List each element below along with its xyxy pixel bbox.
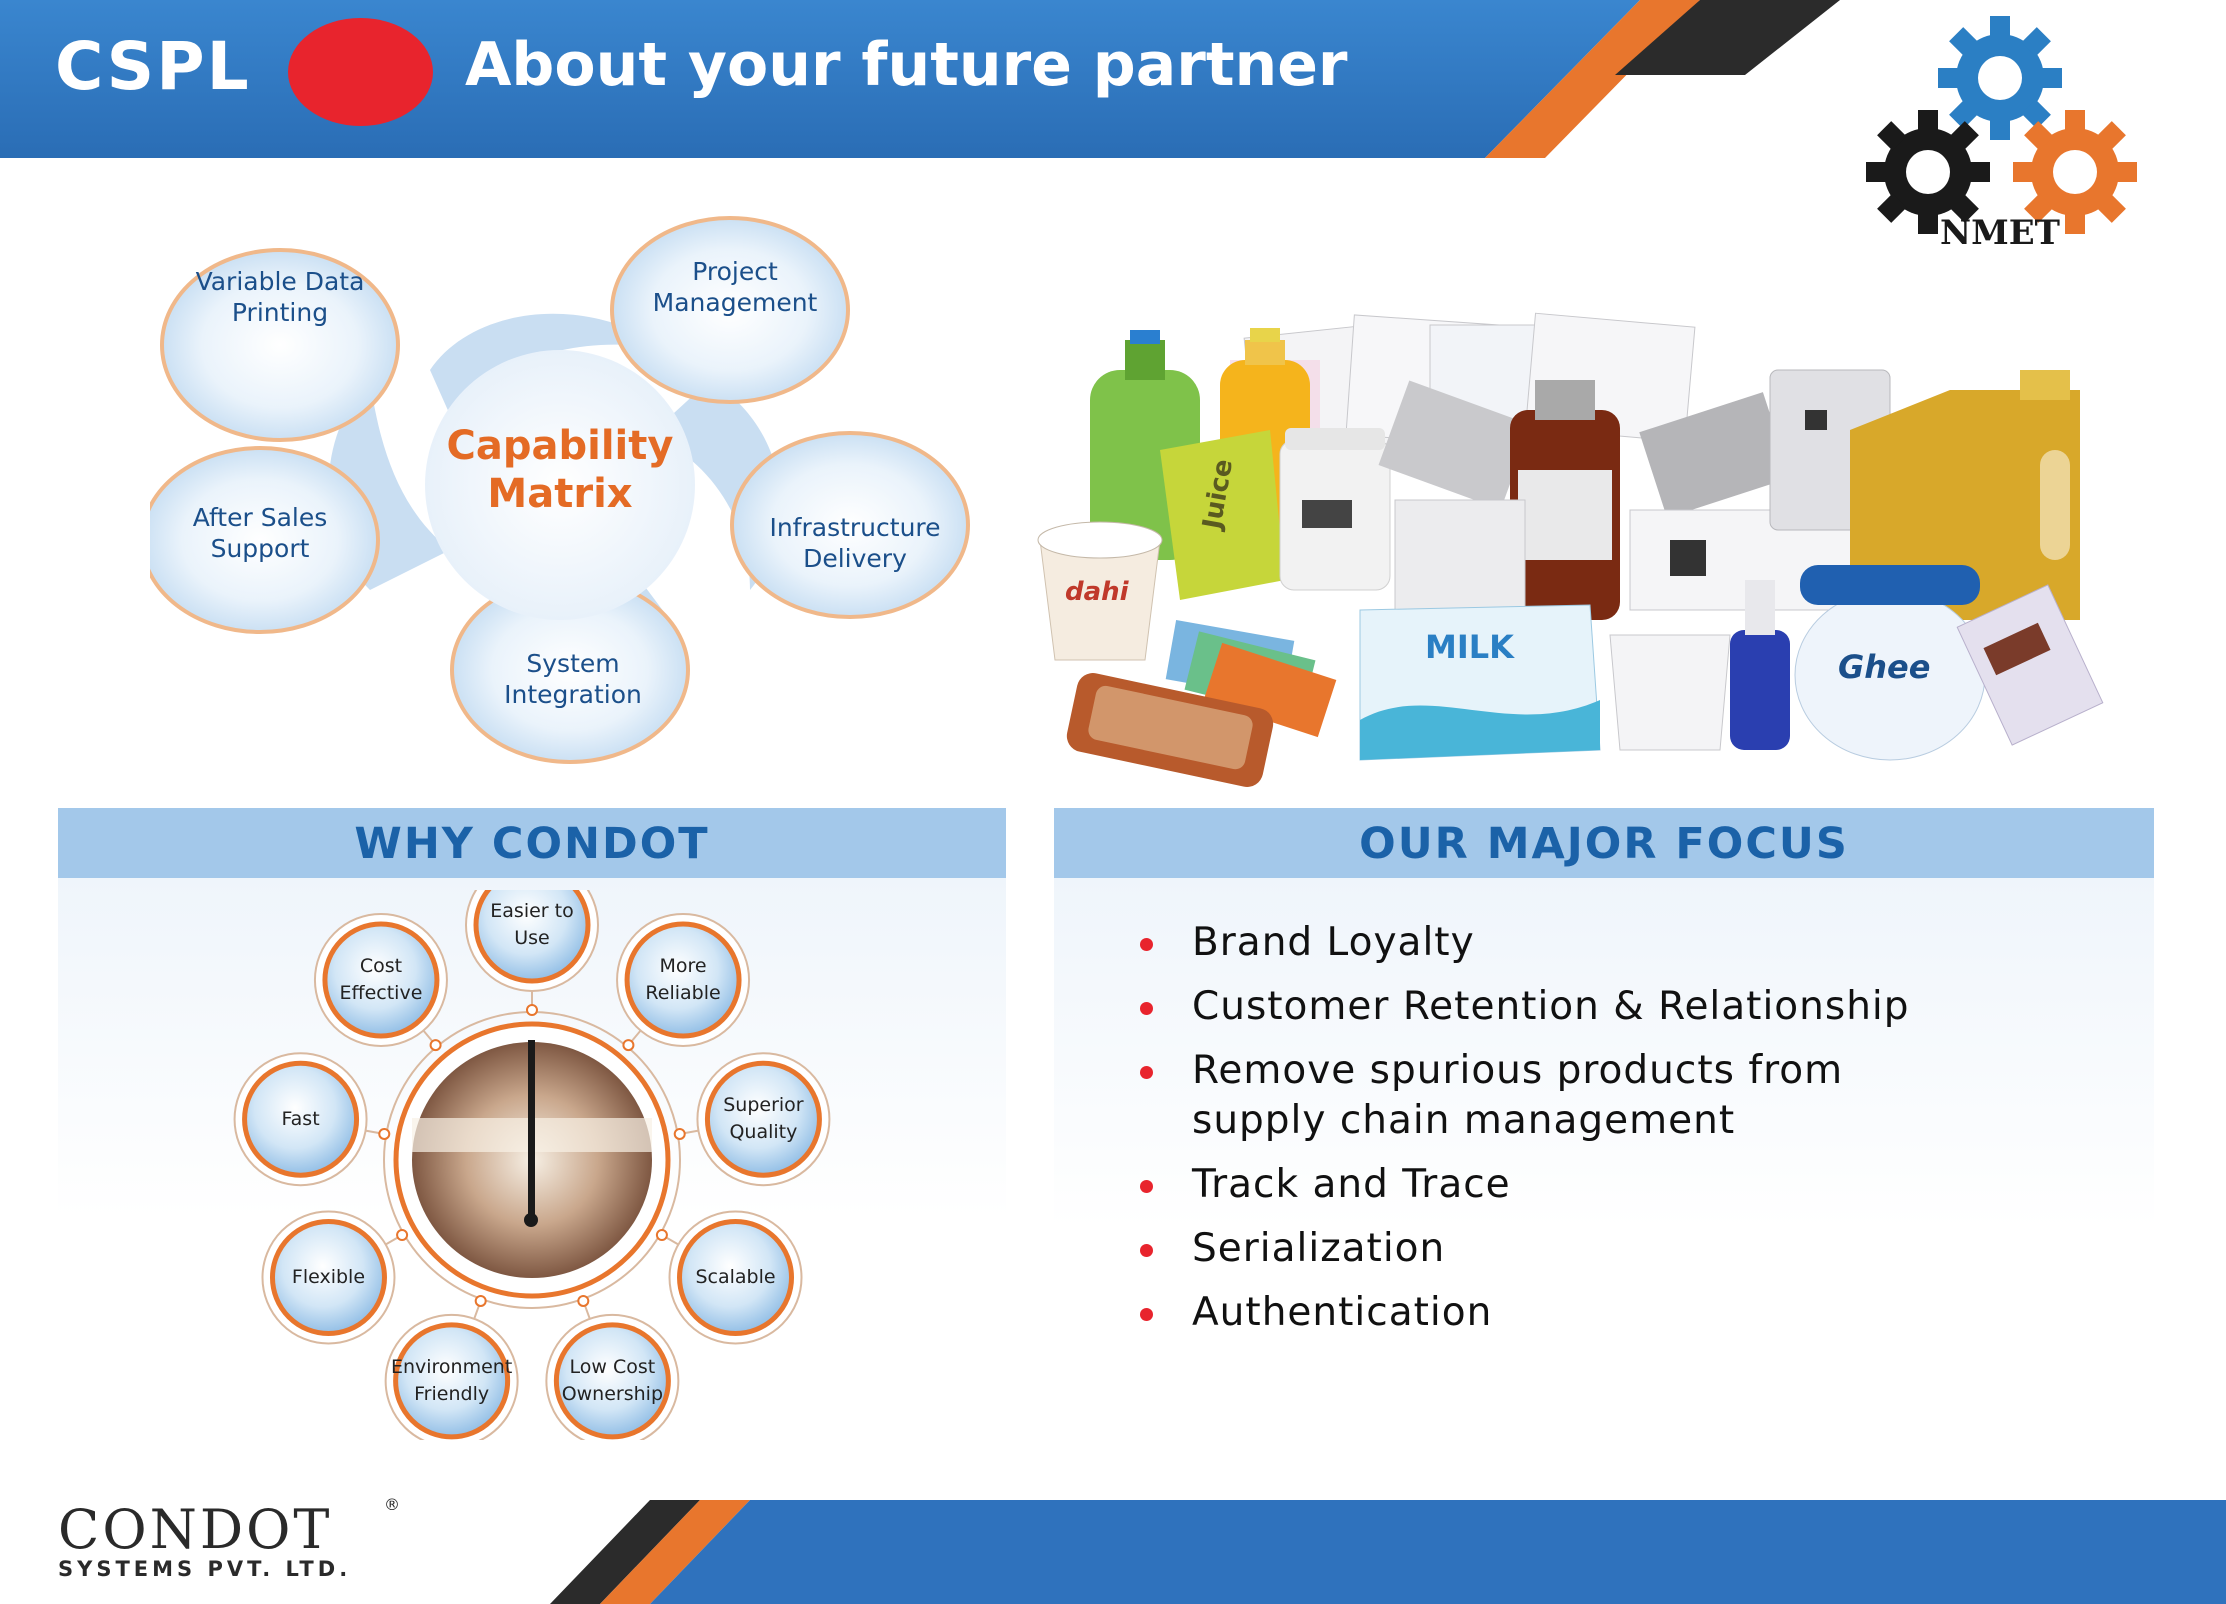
blue-bottle [1730,580,1790,750]
connector-dot [396,1229,409,1241]
bullet-dot [1140,1002,1153,1015]
milk-label: MILK [1425,628,1515,666]
condot-logo-wordmark: CONDOT [58,1498,333,1561]
connector-dot [577,1294,590,1307]
white-jar [1279,428,1391,591]
registered-mark: ® [384,1495,400,1514]
why-bubble [322,921,440,1039]
petal-after-sales-support: After Sales Support [192,503,328,563]
major-focus-list: Brand Loyalty Customer Retention & Relat… [1140,918,2140,1352]
milk-pouch: MILK [1359,604,1601,761]
capability-matrix-title: Capability Matrix [446,423,674,517]
connector-dot [622,1039,635,1052]
header-title: About your future partner [465,30,1348,100]
why-bubble-label: Scalable [695,1266,776,1288]
tea-packet: Juice [1160,430,1285,600]
why-bubble [704,1060,822,1178]
focus-item: Track and Trace [1140,1160,2140,1210]
major-focus-panel [1054,878,2154,1228]
color-cards [1165,620,1337,738]
major-focus-heading: OUR MAJOR FOCUS [1359,819,1849,869]
petal-project-management: Project Management [652,257,818,317]
dahi-label: dahi [1065,577,1130,607]
ghee-jar: Ghee [1794,565,1986,761]
bullet-dot [1140,1066,1153,1079]
dahi-cup: dahi [1037,521,1163,661]
why-bubble [393,1322,511,1440]
focus-item: Serialization [1140,1224,2140,1274]
major-focus-heading-bar: OUR MAJOR FOCUS [1054,808,2154,878]
why-condot-heading: WHY CONDOT [354,819,710,869]
bread-pack [1066,673,1274,787]
petal-infrastructure-delivery: Infrastructure Delivery [769,513,941,573]
header-red-dot [288,18,433,126]
connector-dot [673,1127,686,1140]
nmet-gears-logo: NMET [1866,16,2137,252]
nmet-logo-text: NMET [1940,213,2060,252]
connector-dot [474,1294,487,1307]
why-bubble [269,1219,387,1336]
capability-matrix: Variable Data Printing Project Managemen… [150,200,980,770]
header-brand: CSPL [55,28,251,105]
connector-dot [378,1127,391,1140]
connector-dot [526,1004,538,1016]
condot-logo-subtitle: SYSTEMS PVT. LTD. [58,1557,352,1581]
why-bubble [624,921,742,1039]
why-bubble [677,1219,795,1336]
petal-variable-data-printing: Variable Data Printing [195,267,365,327]
why-condot-heading-bar: WHY CONDOT [58,808,1006,878]
focus-item: Customer Retention & Relationship [1140,982,2140,1032]
product-packaging-collage: Juice dahi [1037,312,2104,787]
footer-banner [550,1500,2226,1604]
focus-item: Brand Loyalty [1140,918,2140,968]
why-bubble [242,1060,360,1178]
why-bubble-label: Fast [281,1107,320,1130]
focus-item: Authentication [1140,1288,2140,1338]
connector-dot [429,1039,442,1052]
bullet-dot [1140,1308,1153,1321]
connector-dot [655,1229,668,1241]
bullet-dot [1140,938,1153,951]
why-bubble-label: Flexible [291,1266,366,1288]
why-bubble [473,890,591,984]
bullet-dot [1140,1244,1153,1257]
why-bubble [553,1322,671,1440]
bullet-dot [1140,1180,1153,1193]
oil-can [1850,370,2080,620]
syrup-bottle [1510,380,1620,620]
ghee-label: Ghee [1838,648,1930,686]
petal-system-integration: System Integration [504,649,642,709]
